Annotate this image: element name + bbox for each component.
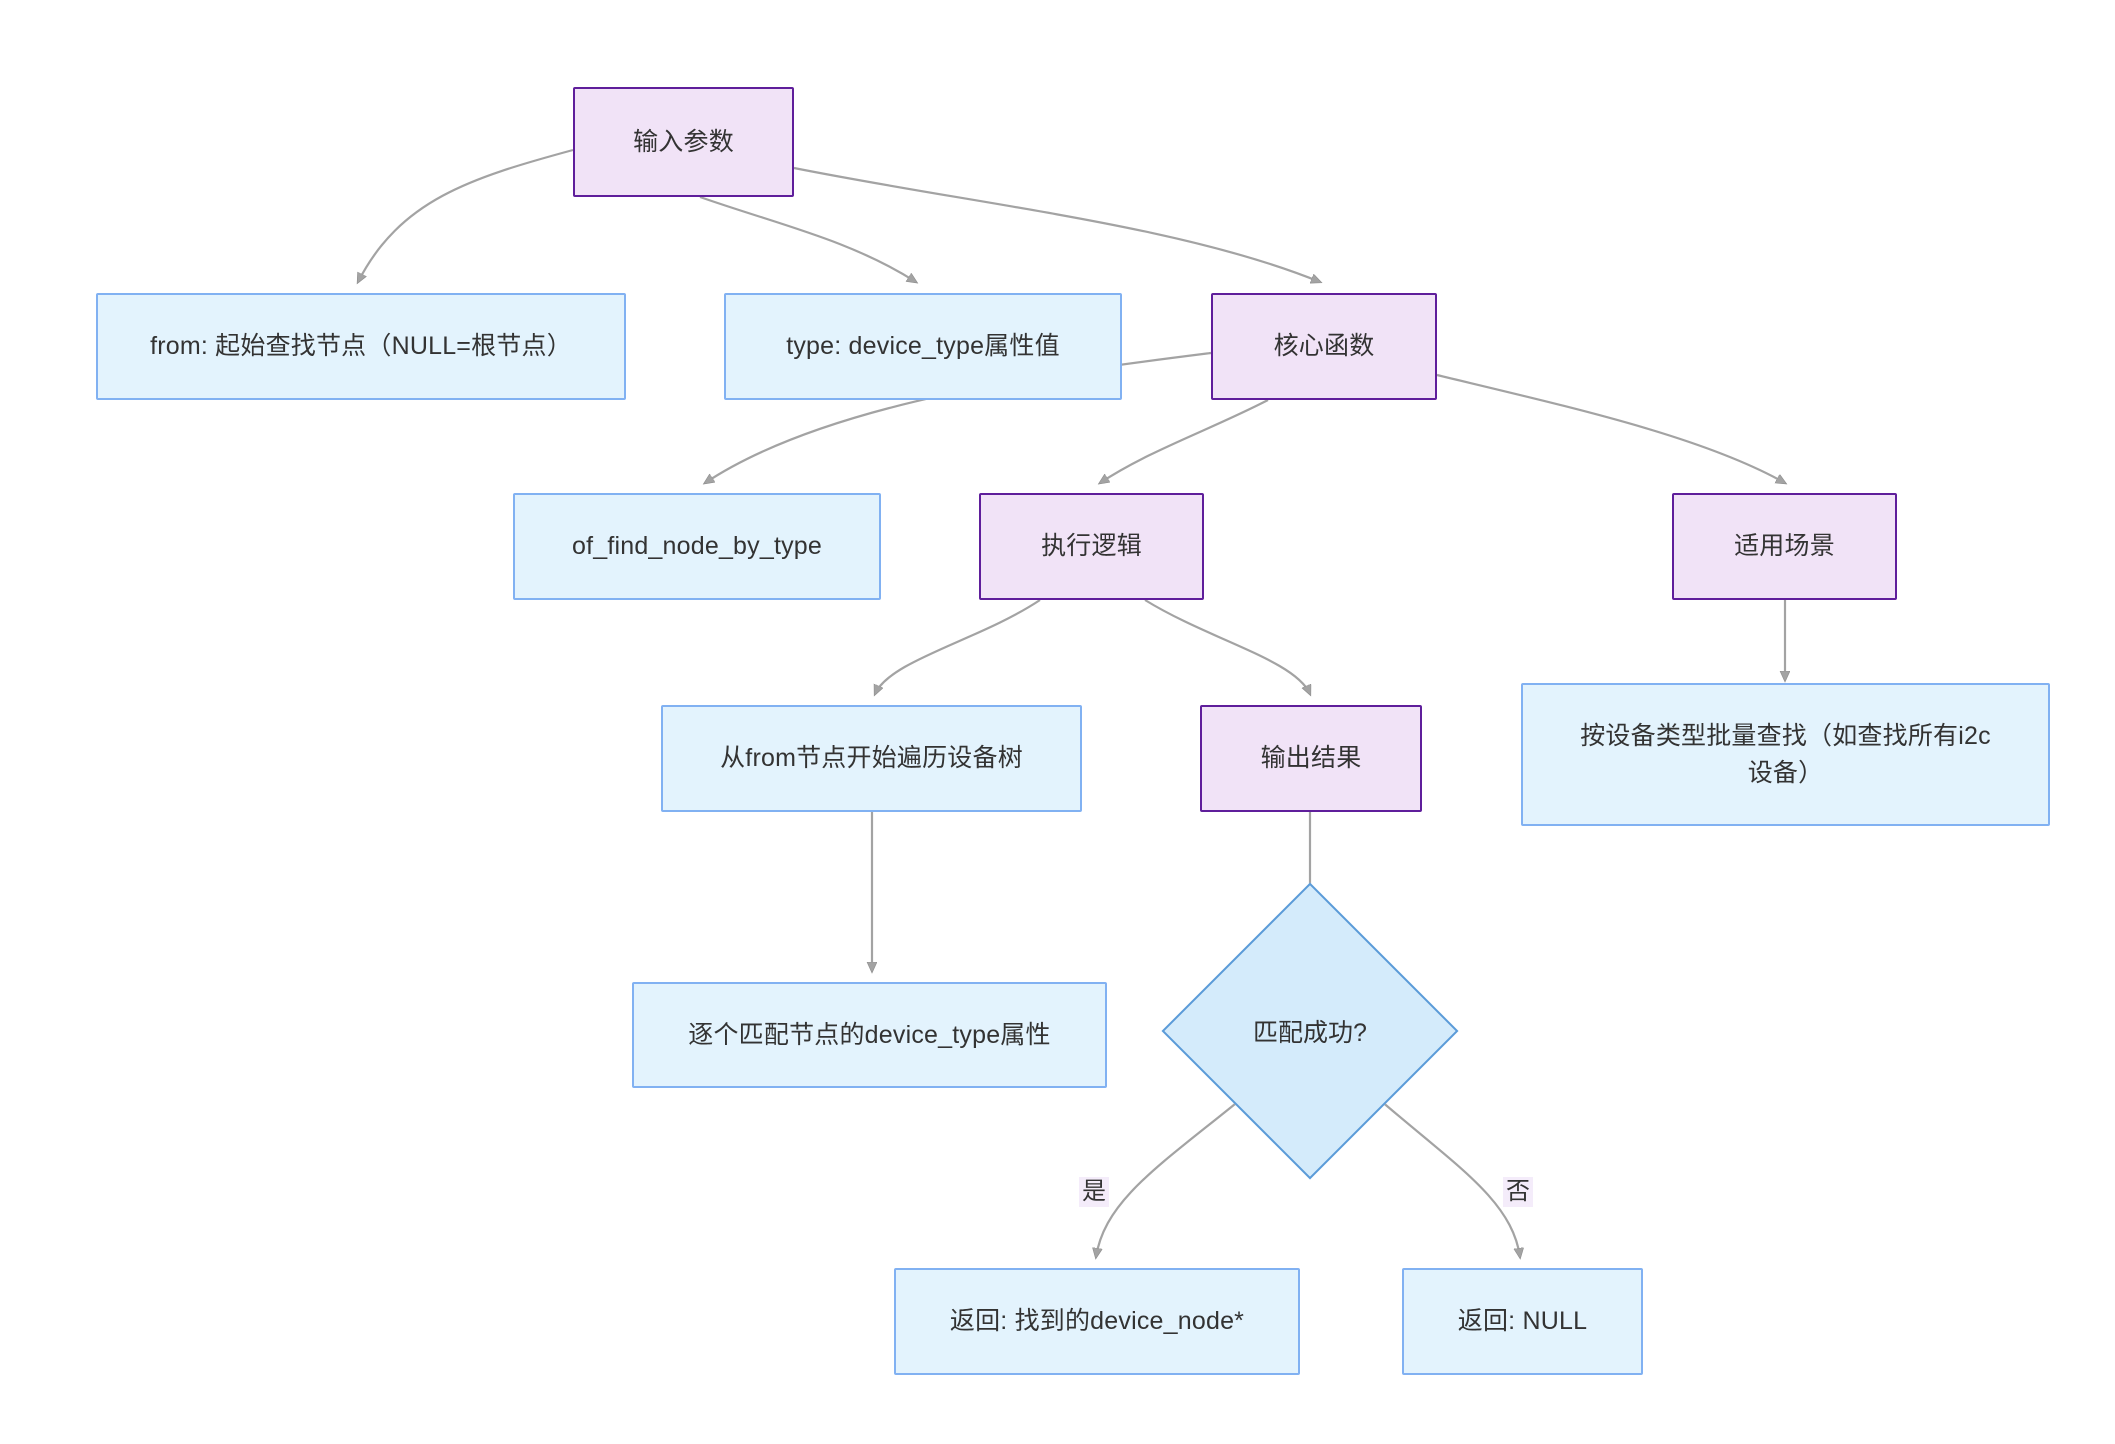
node-label: 匹配成功?	[1253, 1019, 1367, 1047]
node-param-from[interactable]: from: 起始查找节点（NULL=根节点）	[96, 293, 626, 400]
edge-core-to-exec	[1100, 399, 1269, 483]
node-of-find-node-by-type[interactable]: of_find_node_by_type	[513, 493, 881, 600]
node-traverse-tree[interactable]: 从from节点开始遍历设备树	[661, 705, 1082, 812]
node-label: 核心函数	[1273, 332, 1375, 361]
edge-core-to-usecase	[1436, 373, 1785, 483]
node-return-node[interactable]: 返回: 找到的device_node*	[894, 1268, 1300, 1375]
edge-input-to-type	[699, 195, 916, 282]
node-return-null[interactable]: 返回: NULL	[1402, 1268, 1643, 1375]
edge-label-yes: 是	[1079, 1177, 1109, 1207]
edge-label-no: 否	[1503, 1177, 1533, 1207]
node-label: 逐个匹配节点的device_type属性	[688, 1020, 1051, 1049]
node-exec-logic[interactable]: 执行逻辑	[979, 493, 1204, 600]
node-match-attr[interactable]: 逐个匹配节点的device_type属性	[632, 982, 1107, 1088]
edge-input-to-from	[358, 148, 574, 282]
node-label: 输出结果	[1260, 744, 1362, 773]
node-input-params[interactable]: 输入参数	[573, 87, 794, 197]
node-label: 输入参数	[633, 127, 734, 156]
edge-exec-to-traverse	[875, 599, 1041, 694]
node-match-success[interactable]: 匹配成功?	[1161, 882, 1459, 1180]
edge-exec-to-output	[1144, 599, 1310, 694]
node-label: of_find_node_by_type	[571, 532, 823, 561]
node-label: 返回: NULL	[1457, 1307, 1588, 1336]
node-use-case[interactable]: 适用场景	[1672, 493, 1897, 600]
node-label: 适用场景	[1734, 532, 1835, 561]
node-label: 返回: 找到的device_node*	[949, 1307, 1245, 1336]
node-label: 按设备类型批量查找（如查找所有i2c 设备）	[1580, 722, 1991, 787]
node-batch-lookup[interactable]: 按设备类型批量查找（如查找所有i2c 设备）	[1521, 683, 2050, 826]
node-core-function[interactable]: 核心函数	[1211, 293, 1437, 400]
node-label: 执行逻辑	[1041, 532, 1142, 561]
node-label: 从from节点开始遍历设备树	[720, 744, 1023, 773]
node-param-type[interactable]: type: device_type属性值	[724, 293, 1122, 400]
node-label: from: 起始查找节点（NULL=根节点）	[150, 332, 572, 361]
node-label: type: device_type属性值	[786, 332, 1060, 361]
edge-input-to-core	[793, 166, 1320, 282]
node-output-result[interactable]: 输出结果	[1200, 705, 1422, 812]
